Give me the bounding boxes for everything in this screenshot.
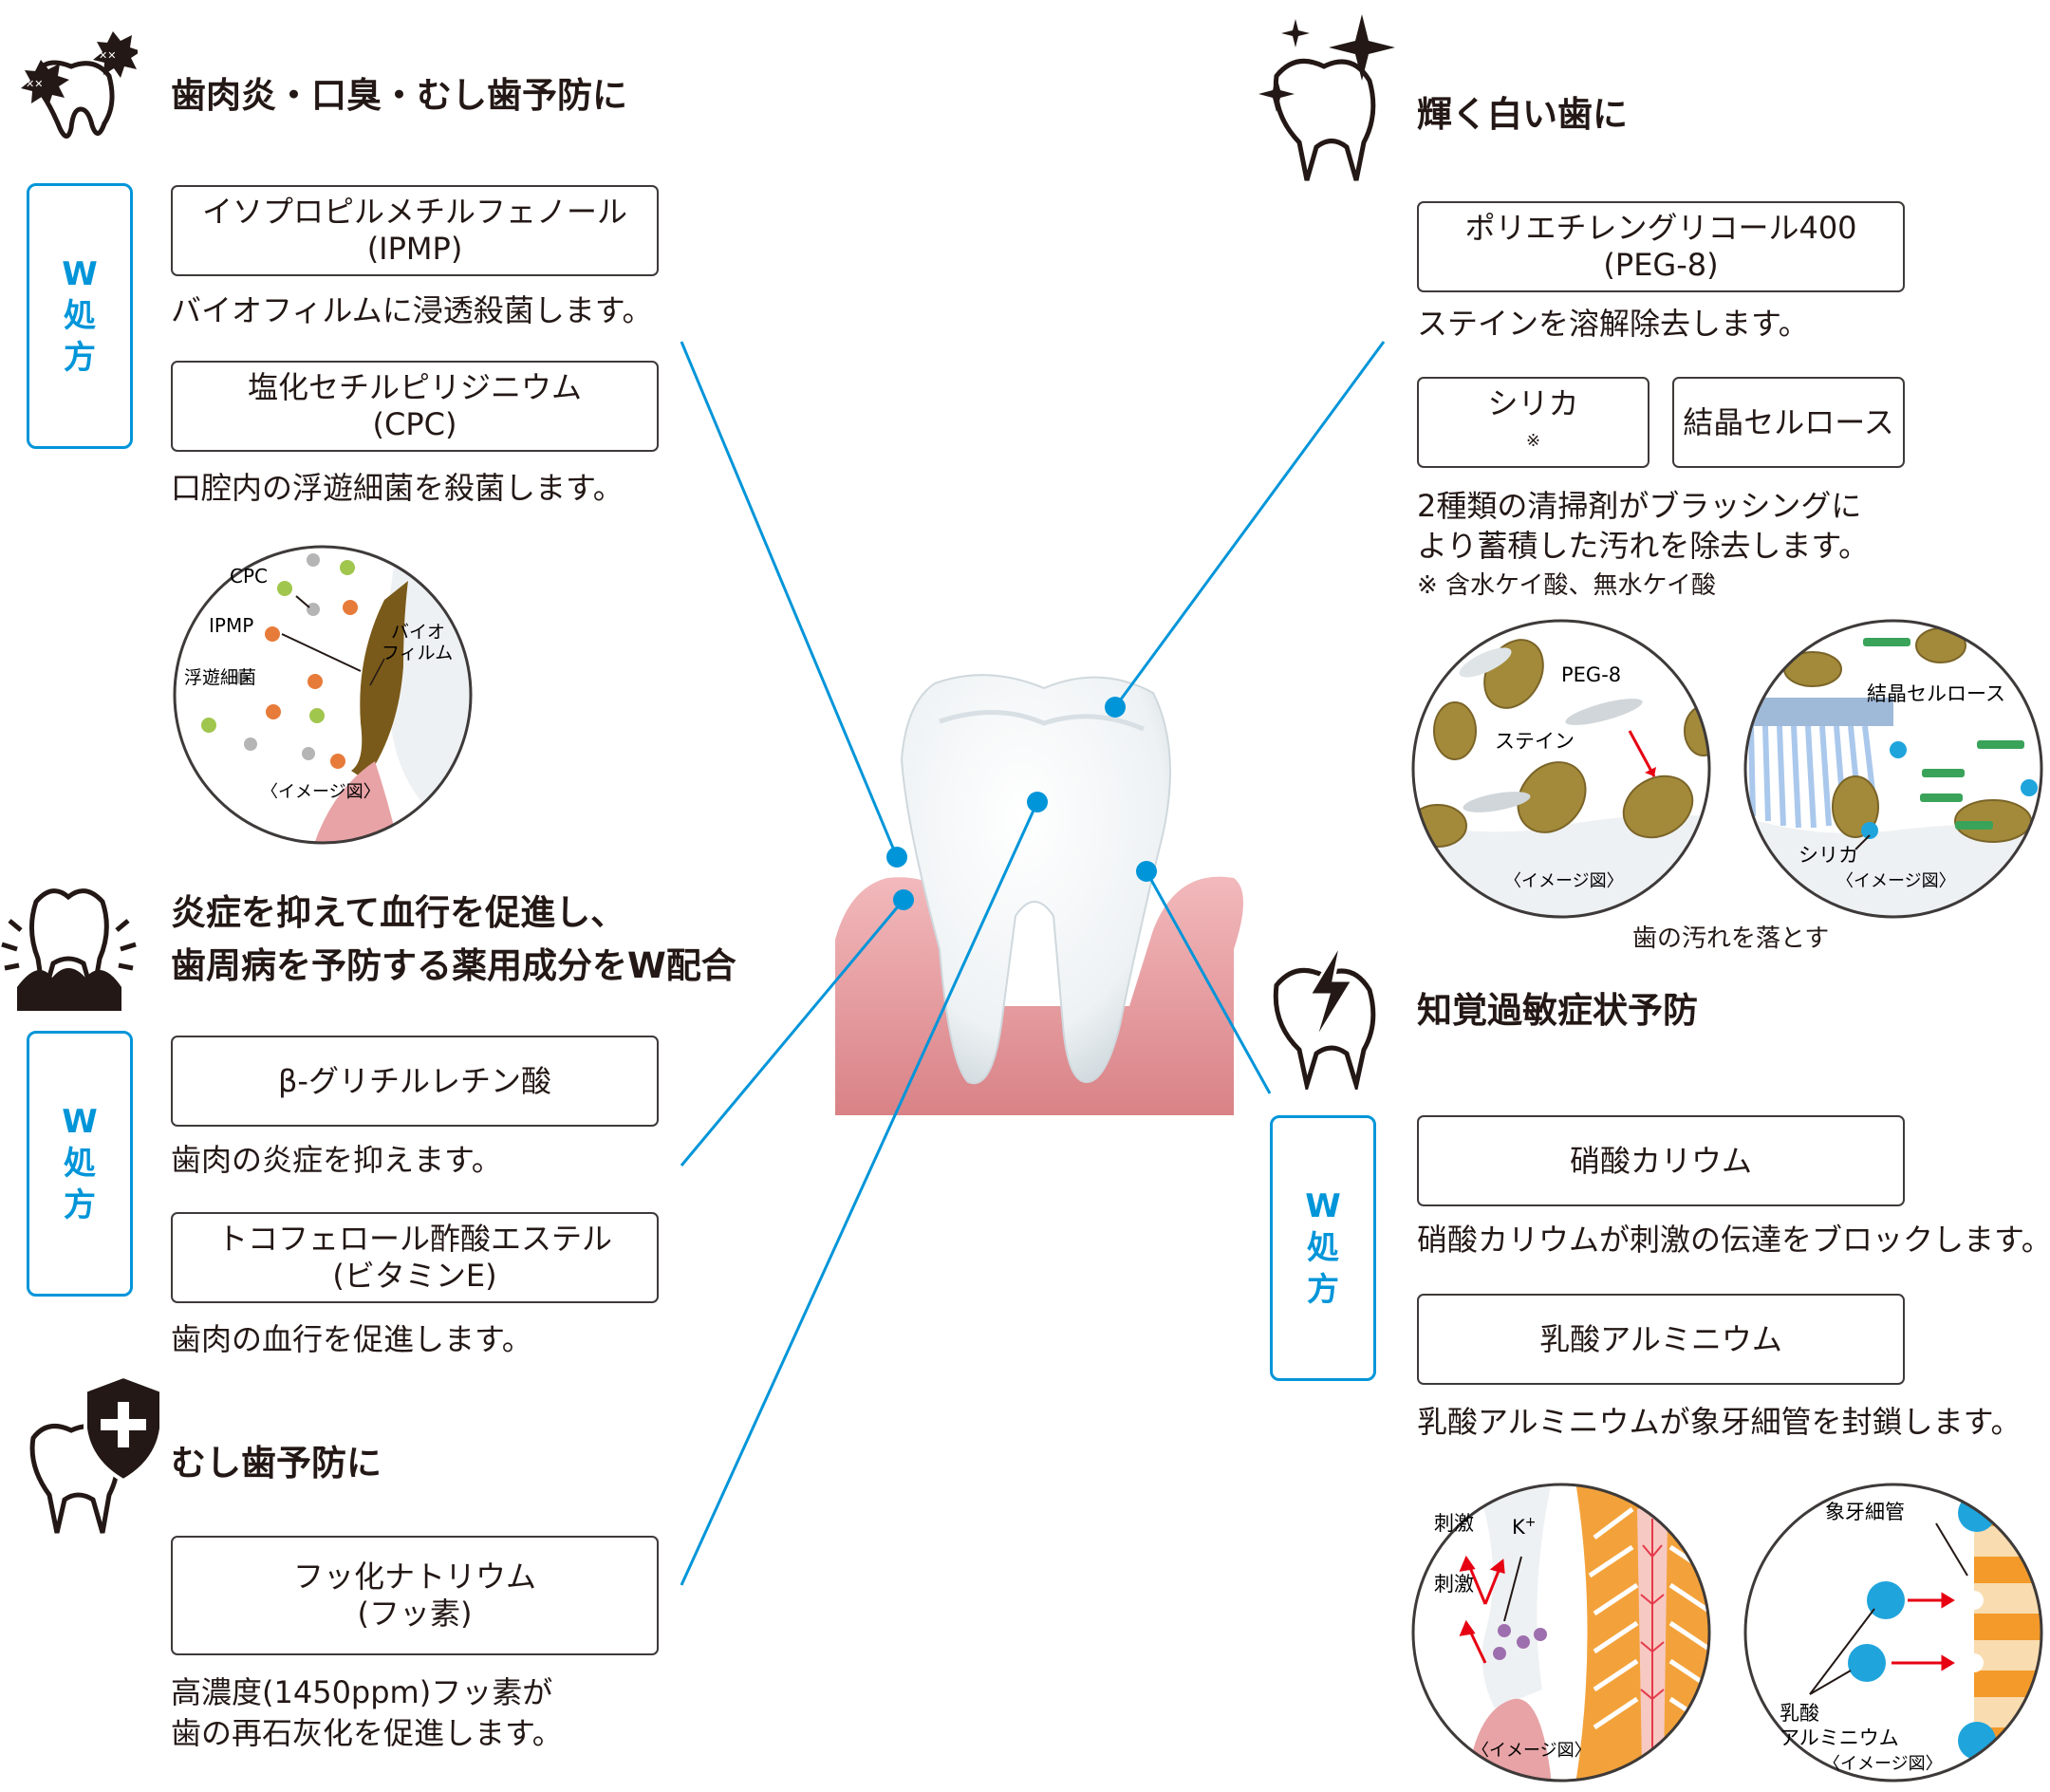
connector-lines xyxy=(680,341,1386,1586)
w-label: 方 xyxy=(64,1186,96,1224)
ingredient-abbrev: (ビタミンE) xyxy=(332,1258,497,1294)
ingredient-description: 2種類の清掃剤がブラッシングに xyxy=(1417,488,1862,524)
ingredient-name: 硝酸カリウム xyxy=(1569,1142,1752,1179)
shield-plus-tooth-icon xyxy=(29,1373,163,1534)
w-label: 処 xyxy=(1307,1229,1339,1267)
footnote-mark: ※ xyxy=(1525,431,1541,451)
footnote: ※ 含水ケイ酸、無水ケイ酸 xyxy=(1417,571,1717,600)
image-caption: 〈イメージ図〉 xyxy=(1836,871,1956,891)
ingredient-name: フッ化ナトリウム xyxy=(292,1559,536,1595)
nerve-block-image-circle: K+ 刺激 刺激 〈イメージ図〉 xyxy=(1411,1483,1711,1783)
stain-removal-image-circle: PEG-8 ステイン 〈イメージ図〉 xyxy=(1411,619,1711,919)
w-label: 処 xyxy=(64,1145,96,1183)
ingredient-abbrev: (CPC) xyxy=(372,406,457,442)
tubule-sealing-image-circle: 象牙細管 乳酸 アルミニウム 〈イメージ図〉 xyxy=(1743,1483,2043,1783)
ingredient-description: 硝酸カリウムが刺激の伝達をブロックします。 xyxy=(1417,1222,2050,1258)
w-formula-badge: W 処 方 xyxy=(27,183,133,449)
image-caption: 〈イメージ図〉 xyxy=(261,782,381,802)
ingredient-description: 歯肉の血行を促進します。 xyxy=(171,1321,532,1357)
ingredient-box-tocopherol: トコフェロール酢酸エステル (ビタミンE) xyxy=(171,1212,659,1303)
ingredient-name: トコフェロール酢酸エステル xyxy=(216,1221,612,1257)
aluminum-lactate-label: アルミニウム xyxy=(1780,1727,1899,1749)
sick-germ-tooth-icon: ✕✕ ✕✕ xyxy=(21,31,138,139)
cpc-label: CPC xyxy=(230,565,268,588)
ingredient-abbrev: (IPMP) xyxy=(366,231,463,267)
peg-label: PEG-8 xyxy=(1561,663,1621,686)
stimulus-label: 刺激 xyxy=(1434,1573,1474,1596)
ingredient-box-sodium-fluoride: フッ化ナトリウム (フッ素) xyxy=(171,1536,659,1655)
biofilm-image-circle: CPC IPMP 浮遊細菌 バイオ フィルム 〈イメージ図〉 xyxy=(173,545,473,845)
ingredient-description: 歯肉の炎症を抑えます。 xyxy=(171,1142,502,1178)
ingredient-description: 口腔内の浮遊細菌を殺菌します。 xyxy=(171,470,624,506)
connector-dots xyxy=(886,697,1157,910)
k-ion-label: K+ xyxy=(1512,1515,1537,1539)
lightning-tooth-icon xyxy=(1273,942,1376,1090)
ingredient-name: 結晶セルロース xyxy=(1683,403,1894,440)
gum-illustration xyxy=(835,876,1243,1115)
ingredient-name: シリカ xyxy=(1487,385,1579,421)
section-heading-periodontal: 歯周病を予防する薬用成分をW配合 xyxy=(171,945,736,986)
aluminum-lactate-label: 乳酸 xyxy=(1780,1702,1819,1725)
ingredient-name: イソプロピルメチルフェノール xyxy=(201,194,627,230)
w-label: W xyxy=(62,1103,98,1141)
ingredient-abbrev: (フッ素) xyxy=(357,1596,473,1632)
floating-bacteria-label: 浮遊細菌 xyxy=(184,667,256,688)
ingredient-box-ipmp: イソプロピルメチルフェノール (IPMP) xyxy=(171,185,659,276)
ingredient-description: より蓄積した汚れを除去します。 xyxy=(1417,528,1870,564)
w-label: 方 xyxy=(1307,1271,1339,1309)
ingredient-name: ポリエチレングリコール400 xyxy=(1464,210,1857,246)
ingredient-description: 乳酸アルミニウムが象牙細管を封鎖します。 xyxy=(1417,1404,2022,1440)
w-formula-badge: W 処 方 xyxy=(1270,1115,1376,1381)
ingredient-box-peg: ポリエチレングリコール400 (PEG-8) xyxy=(1417,201,1905,292)
section-heading-cavity: むし歯予防に xyxy=(171,1443,382,1484)
ingredient-abbrev: (PEG-8) xyxy=(1603,247,1719,283)
svg-text:✕✕: ✕✕ xyxy=(99,49,116,62)
w-label: W xyxy=(62,255,98,293)
section-heading-gum-breath-cavity: 歯肉炎・口臭・むし歯予防に xyxy=(171,75,627,116)
inflamed-gum-tooth-icon xyxy=(1,888,137,1011)
image-caption: 〈イメージ図〉 xyxy=(1472,1741,1592,1761)
brushing-image-circle: 結晶セルロース シリカ 〈イメージ図〉 xyxy=(1743,619,2043,919)
ingredient-description: 歯の再石灰化を促進します。 xyxy=(171,1715,563,1751)
section-heading-periodontal: 炎症を抑えて血行を促進し、 xyxy=(171,892,626,933)
w-label: 処 xyxy=(64,297,96,335)
w-formula-badge: W 処 方 xyxy=(27,1031,133,1297)
w-label: 方 xyxy=(64,339,96,377)
stimulus-label: 刺激 xyxy=(1434,1512,1474,1535)
silica-label: シリカ xyxy=(1798,844,1858,867)
ingredient-box-potassium-nitrate: 硝酸カリウム xyxy=(1417,1115,1905,1206)
dentin-tubule-label: 象牙細管 xyxy=(1825,1501,1905,1523)
ingredient-name: 乳酸アルミニウム xyxy=(1539,1320,1782,1357)
image-group-caption: 歯の汚れを落とす xyxy=(1632,924,1830,953)
ingredient-box-silica: シリカ ※ xyxy=(1417,377,1649,468)
biofilm-label: フィルム xyxy=(382,643,453,663)
ingredient-description: バイオフィルムに浸透殺菌します。 xyxy=(171,292,653,328)
ingredient-box-glycyrrhetinic-acid: β-グリチルレチン酸 xyxy=(171,1036,659,1127)
cellulose-label: 結晶セルロース xyxy=(1867,682,2005,705)
sparkle-tooth-icon xyxy=(1258,14,1395,181)
image-caption: 〈イメージ図〉 xyxy=(1823,1754,1943,1774)
ingredient-box-aluminum-lactate: 乳酸アルミニウム xyxy=(1417,1294,1905,1385)
image-caption: 〈イメージ図〉 xyxy=(1504,871,1624,891)
central-tooth-illustration xyxy=(900,674,1171,1085)
section-heading-sensitivity: 知覚過敏症状予防 xyxy=(1417,990,1698,1031)
ingredient-box-cellulose: 結晶セルロース xyxy=(1672,377,1905,468)
biofilm-label: バイオ xyxy=(391,622,445,643)
w-label: W xyxy=(1305,1187,1341,1225)
svg-text:✕✕: ✕✕ xyxy=(26,78,43,90)
ingredient-name: β-グリチルレチン酸 xyxy=(278,1062,551,1099)
stain-label: ステイン xyxy=(1495,730,1575,753)
ingredient-description: 高濃度(1450ppm)フッ素が xyxy=(171,1674,553,1710)
ingredient-box-cpc: 塩化セチルピリジニウム (CPC) xyxy=(171,361,659,452)
ingredient-name: 塩化セチルピリジニウム xyxy=(247,369,582,405)
ingredient-description: ステインを溶解除去します。 xyxy=(1417,306,1809,342)
ipmp-label: IPMP xyxy=(209,614,253,637)
section-heading-whitening: 輝く白い歯に xyxy=(1417,94,1628,135)
